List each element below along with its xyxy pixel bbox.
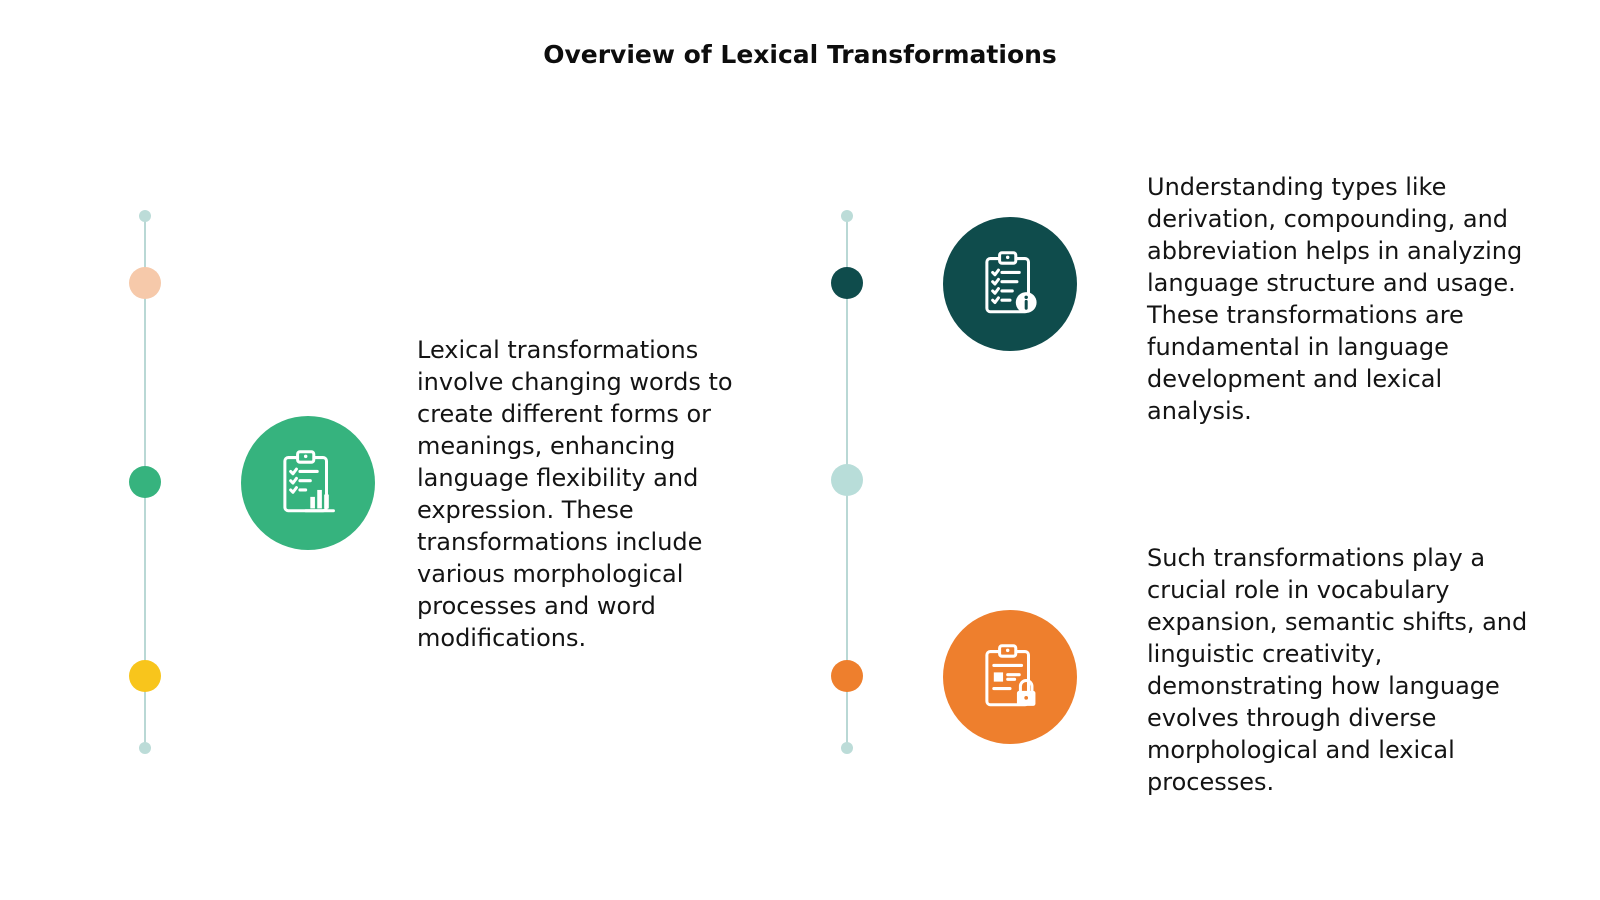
right-description-1: Understanding types like derivation, com… (1147, 173, 1523, 425)
timeline-start-cap (841, 210, 853, 222)
right-timeline (831, 210, 863, 756)
clipboard-lock-icon (943, 610, 1077, 744)
timeline-dot-orange (831, 660, 863, 692)
timeline-end-cap (841, 742, 853, 754)
timeline-end-cap (139, 742, 151, 754)
timeline-dot-green (129, 466, 161, 498)
clipboard-chart-icon (241, 416, 375, 550)
timeline-dot-peach (129, 267, 161, 299)
timeline-dot-yellow (129, 660, 161, 692)
right-description-2: Such transformations play a crucial role… (1147, 544, 1528, 796)
left-description: Lexical transformations involve changing… (417, 336, 733, 652)
page-title: Overview of Lexical Transformations (543, 40, 1057, 69)
timeline-dot-dark-teal (831, 267, 863, 299)
timeline-start-cap (139, 210, 151, 222)
timeline-dot-light-teal (831, 464, 863, 496)
clipboard-info-icon (943, 217, 1077, 351)
left-timeline (129, 210, 161, 756)
